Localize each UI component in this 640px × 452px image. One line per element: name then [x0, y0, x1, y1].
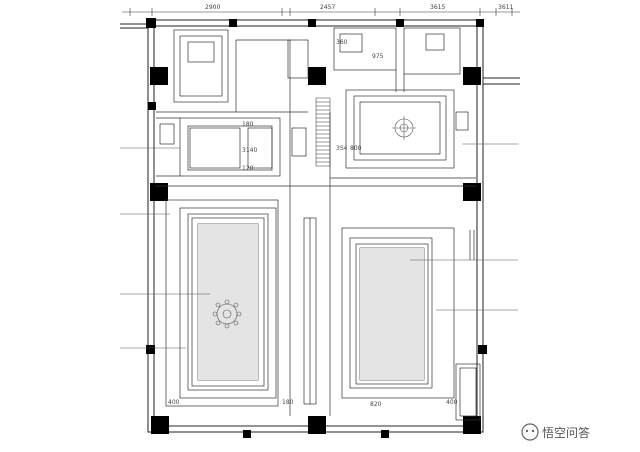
structural-columns — [146, 18, 487, 438]
watermark: 悟空问答 — [521, 423, 590, 441]
dim-label-1: 2900 — [205, 4, 220, 11]
leader-lines — [120, 143, 518, 349]
inner-dim-lower-2: 180 — [282, 399, 294, 406]
upper-left-rooms — [156, 29, 309, 113]
inner-dim-left-2: 3140 — [242, 147, 257, 154]
inner-dim-mid-2: 800 — [350, 145, 362, 152]
stair-block — [315, 97, 331, 167]
inner-dim-left-1: 180 — [242, 121, 254, 128]
inner-dim-lower-4: 400 — [446, 399, 458, 406]
ceiling-medallion-lower — [212, 299, 242, 329]
inner-dim-stair: 360 — [336, 39, 348, 46]
dim-label-3: 3615 — [430, 4, 445, 11]
dim-label-4: 3611 — [498, 4, 513, 11]
upper-right-rooms — [330, 27, 476, 179]
lower-left-grid-panel — [198, 224, 258, 380]
watermark-text: 悟空问答 — [542, 425, 590, 440]
inner-dim-left-3: 120 — [242, 165, 254, 172]
lower-right-grid-panel — [360, 248, 424, 380]
inner-dim-mid-1: 3S4 — [336, 145, 348, 152]
inner-dim-top-mid: 975 — [372, 53, 384, 60]
top-dimension-line — [122, 8, 520, 16]
dim-label-2: 2457 — [320, 4, 335, 11]
inner-dim-lower-3: 820 — [370, 401, 382, 408]
left-middle-room — [156, 117, 307, 177]
ceiling-medallion-upper — [392, 116, 416, 140]
inner-dim-lower-1: 400 — [168, 399, 180, 406]
right-bay — [455, 230, 481, 421]
watermark-logo-icon — [521, 423, 539, 441]
